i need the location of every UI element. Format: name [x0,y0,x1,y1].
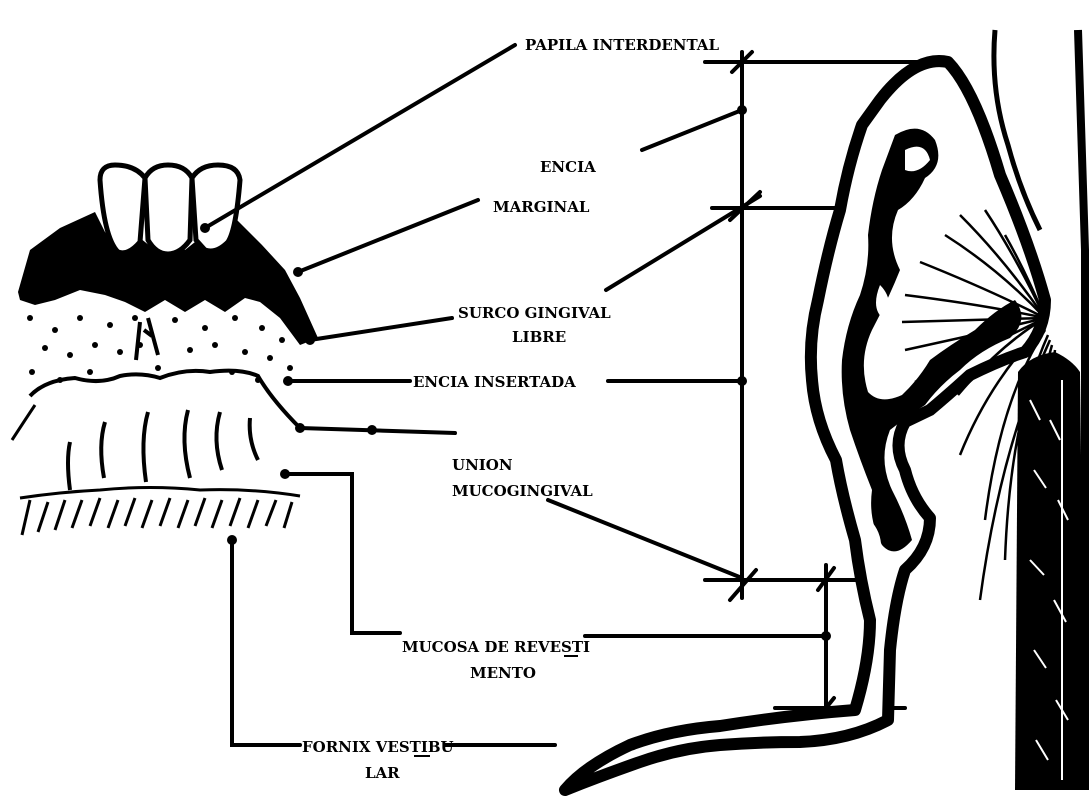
label-mento: MENTO [470,664,536,682]
label-encia-insertada: ENCIA INSERTADA [413,373,576,391]
leader-surco [310,318,452,340]
tooth-surface [1015,352,1085,790]
label-mucogingival: MUCOGINGIVAL [452,482,593,500]
fornix-line [20,488,300,499]
labels: PAPILA INTERDENTAL ENCIA MARGINAL SURCO … [302,36,719,782]
fornix-hatching [22,498,292,535]
label-union: UNION [452,456,513,474]
mucogingival-line [30,371,300,428]
label-encia: ENCIA [540,158,596,176]
label-marginal: MARGINAL [493,198,590,216]
mucosa-left-border [12,405,35,440]
leader-union-right [548,500,742,578]
leader-marginal [298,200,478,272]
label-lar: LAR [365,764,400,782]
frontal-gingiva-illustration [12,165,318,535]
leader-mucosa [285,474,400,633]
leader-surco-right [606,196,760,290]
tooth-center [145,165,192,254]
leader-papila [205,45,515,228]
label-surco-gingival: SURCO GINGIVAL [458,304,611,322]
alveolar-mucosa-lines [68,410,258,490]
leader-encia [642,110,742,150]
label-fornix-vestibu: FORNIX VESTIBU [302,738,454,756]
label-libre: LIBRE [512,328,566,346]
frenum-mark [136,318,158,360]
label-papila-interdental: PAPILA INTERDENTAL [525,36,719,54]
leader-fornix [232,540,300,745]
leader-union [300,428,455,433]
label-mucosa-de-revesti: MUCOSA DE REVESTI [402,638,590,656]
